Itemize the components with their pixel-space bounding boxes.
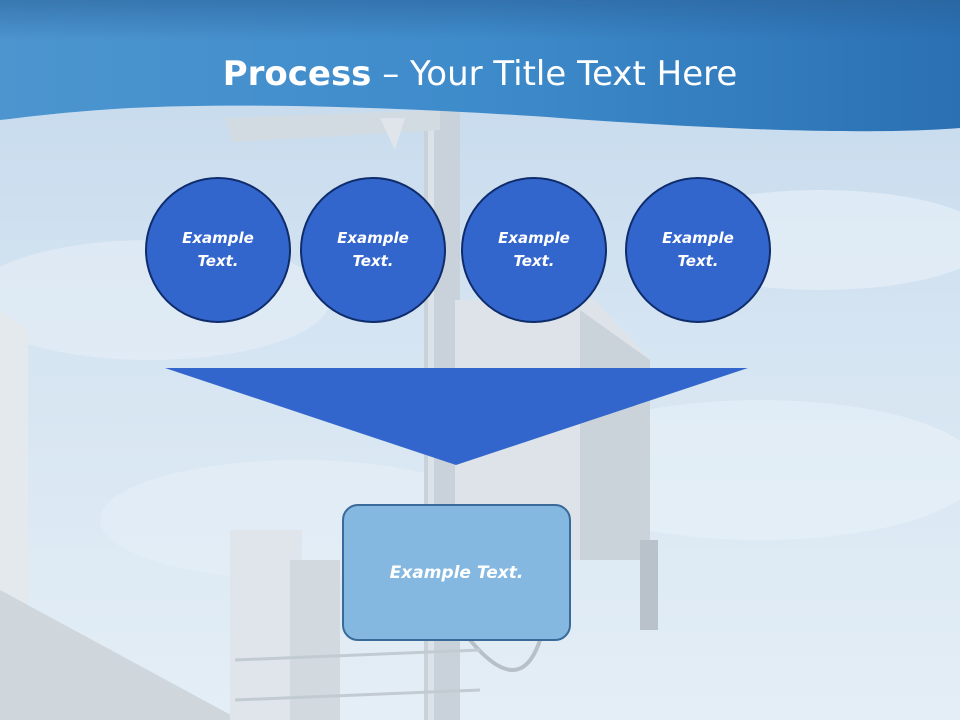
process-step-1: Example Text. <box>145 177 291 323</box>
process-step-2-label: Example Text. <box>337 229 409 270</box>
result-label: Example Text. <box>389 562 524 583</box>
process-step-4-label: Example Text. <box>662 229 734 270</box>
process-step-2: Example Text. <box>300 177 446 323</box>
title-rest: – Your Title Text Here <box>371 54 738 94</box>
slide-title: Process – Your Title Text Here <box>0 50 960 98</box>
process-step-1-label: Example Text. <box>182 229 254 270</box>
process-step-3-label: Example Text. <box>498 229 570 270</box>
title-bold: Process <box>222 54 372 94</box>
result-box: Example Text. <box>342 504 571 641</box>
process-step-4: Example Text. <box>625 177 771 323</box>
process-step-3: Example Text. <box>461 177 607 323</box>
